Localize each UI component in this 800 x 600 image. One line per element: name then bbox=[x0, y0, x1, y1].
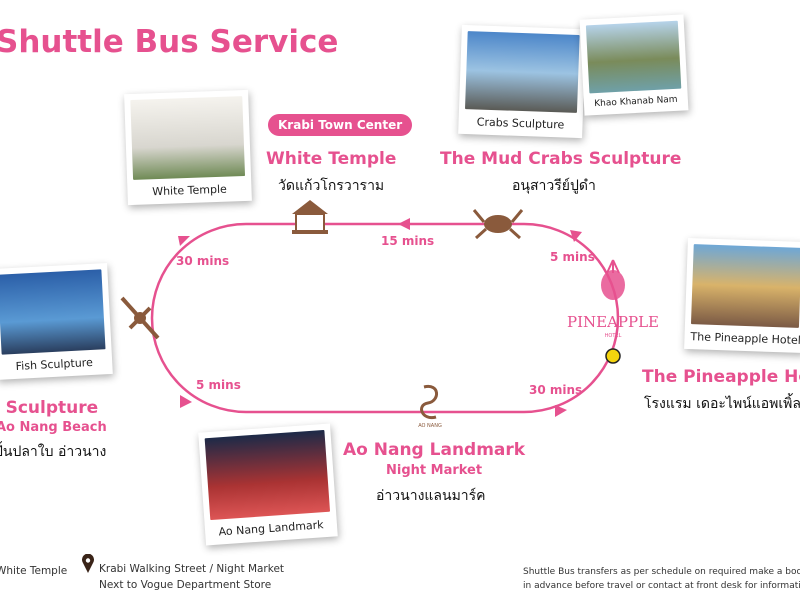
pineapple-hotel-photo: The Pineapple Hotel bbox=[684, 237, 800, 354]
mud-crabs-thai: อนุสาวรีย์ปูดำ bbox=[512, 178, 596, 194]
duration-label: 5 mins bbox=[196, 378, 241, 392]
footer-note: Shuttle Bus transfers as per schedule on… bbox=[523, 565, 800, 593]
svg-text:AO NANG: AO NANG bbox=[418, 423, 442, 429]
crabs-sculpture-photo: Crabs Sculpture bbox=[458, 24, 586, 139]
krabi-town-center-badge: Krabi Town Center bbox=[268, 114, 413, 136]
location-pin-icon bbox=[82, 554, 94, 573]
ao-nang-landmark-name: Ao Nang Landmark bbox=[343, 440, 526, 460]
arrow-icon bbox=[180, 395, 192, 408]
white-temple-thai: วัดแก้วโกรวาราม bbox=[278, 178, 385, 194]
pineapple-hotel-name: The Pineapple Hotel bbox=[642, 367, 800, 387]
khao-khanab-nam-photo: Khao Khanab Nam bbox=[579, 14, 689, 116]
ao-nang-landmark-thai: อ่าวนางแลนมาร์ค bbox=[376, 488, 486, 504]
ao-nang-landmark-photo: Ao Nang Landmark bbox=[198, 423, 338, 546]
arrow-icon bbox=[570, 230, 582, 242]
footer-location-line1: Krabi Walking Street / Night Market bbox=[99, 563, 285, 575]
pineapple-hotel-logo: PINEAPPLE HOTEL bbox=[567, 259, 659, 339]
fish-icon bbox=[120, 296, 160, 340]
white-temple-photo: White Temple bbox=[124, 89, 252, 206]
footer-location: Krabi Walking Street / Night Market Next… bbox=[99, 561, 284, 593]
duration-label: 5 mins bbox=[550, 250, 595, 264]
page-title: Shuttle Bus Service bbox=[0, 24, 339, 60]
svg-text:HOTEL: HOTEL bbox=[605, 333, 622, 339]
fish-sculpture-sub: Ao Nang Beach bbox=[0, 420, 107, 435]
ao-nang-landmark-logo: AO NANG bbox=[418, 384, 442, 429]
fish-sculpture-thai: ปั้นปลาใบ อ่าวนาง bbox=[0, 444, 107, 460]
duration-label: 15 mins bbox=[381, 234, 435, 248]
arrow-icon bbox=[178, 236, 190, 246]
fish-sculpture-name: Fish Sculpture bbox=[0, 398, 99, 418]
duration-label: 30 mins bbox=[176, 254, 230, 268]
footer-note-line1: Shuttle Bus transfers as per schedule on… bbox=[523, 567, 800, 577]
mud-crabs-name: The Mud Crabs Sculpture bbox=[440, 149, 682, 169]
arrow-icon bbox=[398, 218, 410, 230]
fish-sculpture-photo: Fish Sculpture bbox=[0, 263, 113, 380]
arrow-icon bbox=[555, 405, 567, 417]
footer-left-text: White Temple bbox=[0, 565, 68, 577]
temple-icon bbox=[292, 200, 328, 234]
svg-text:PINEAPPLE: PINEAPPLE bbox=[567, 313, 659, 331]
white-temple-name: White Temple bbox=[266, 149, 397, 169]
ao-nang-landmark-sub: Night Market bbox=[386, 463, 483, 478]
footer-location-line2: Next to Vogue Department Store bbox=[99, 579, 272, 591]
hotel-location-dot bbox=[605, 348, 621, 364]
pineapple-hotel-thai: โรงแรม เดอะไพน์แอพเพิ้ล bbox=[644, 396, 800, 412]
duration-label: 30 mins bbox=[529, 383, 583, 397]
crab-icon bbox=[472, 209, 524, 240]
footer-note-line2: in advance before travel or contact at f… bbox=[523, 581, 800, 591]
